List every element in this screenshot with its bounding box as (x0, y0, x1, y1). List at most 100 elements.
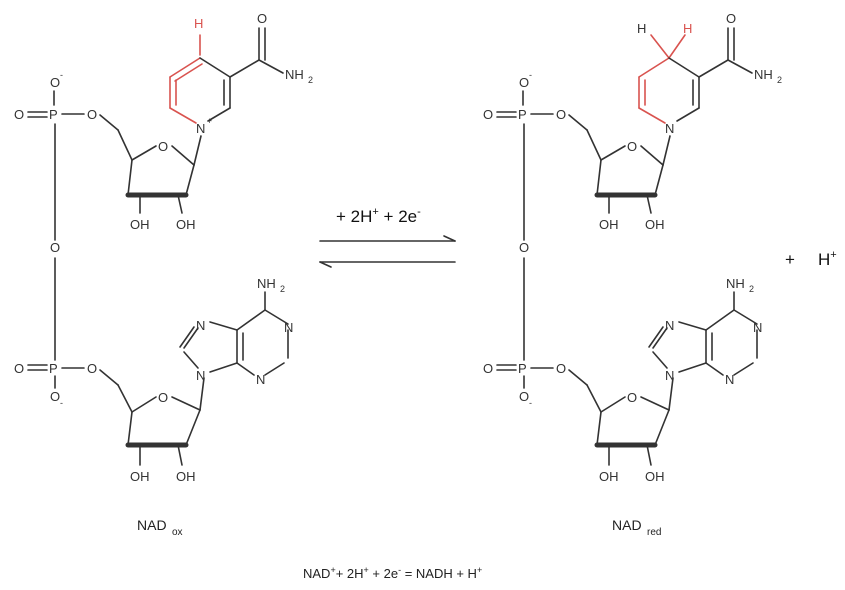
ring-bond (264, 362, 285, 376)
upper-ribose (568, 114, 671, 214)
carbonyl-oxygen: O (257, 11, 267, 26)
ring-bond (638, 57, 670, 78)
ring-bond (209, 362, 238, 373)
oh-bond (646, 194, 652, 214)
oh-bond (177, 194, 183, 214)
ch2-o-bond (568, 369, 588, 386)
ring-bond (596, 159, 602, 196)
ring-bond (264, 309, 289, 325)
ring-nitrogen: N (196, 318, 205, 333)
ch2-o-bond (568, 114, 588, 131)
phosphate-charge: - (529, 398, 532, 408)
ring-hydrogen: H (637, 21, 646, 36)
ring-bond (733, 309, 758, 325)
bridge-oxygen: O (50, 240, 60, 255)
eq-products: = NADH + H (401, 566, 477, 581)
ring-bond (600, 145, 626, 161)
glycosidic-bond (199, 377, 205, 411)
reagents-e-charge: - (417, 206, 421, 218)
lower-ribose (568, 369, 670, 466)
ch2-bond (586, 129, 602, 161)
upper-phosphate (496, 90, 554, 241)
lower-phosphate (27, 257, 85, 389)
glycosidic-bond (662, 135, 671, 166)
phosphate-oxygen: O (483, 361, 493, 376)
ch2-bond (117, 129, 133, 161)
hydroxyl: OH (645, 469, 665, 484)
phosphorus: P (49, 107, 58, 122)
ring-bond (199, 57, 231, 78)
phosphate-oxygen: O (50, 389, 60, 404)
phosphate-charge: - (529, 70, 532, 80)
overall-equation: NAD++ 2H+ + 2e- = NADH + H+ (303, 565, 482, 581)
phosphate-charge: - (60, 398, 63, 408)
ring-bond (209, 321, 238, 331)
dihydronicotinamide-ring (638, 27, 753, 124)
hydroxyl: OH (599, 469, 619, 484)
amide-bond (698, 59, 729, 78)
ring-bond (652, 351, 668, 369)
nad-red-label-sub: red (647, 527, 661, 538)
ring-bond (678, 362, 707, 373)
eq-e: + 2e (369, 566, 398, 581)
ring-bond (171, 396, 201, 411)
ring-nitrogen-charge: + (207, 116, 212, 126)
ch2-bond (586, 384, 602, 413)
phosphate-oxygen: O (14, 361, 24, 376)
phosphate-oxygen: O (14, 107, 24, 122)
ribose-oxygen: O (627, 139, 637, 154)
glycosidic-bond (193, 135, 202, 166)
ring-double-bond (179, 326, 195, 348)
product-h: H+ (818, 249, 837, 269)
phosphorus: P (518, 361, 527, 376)
ring-nitrogen: N (725, 372, 734, 387)
ring-nitrogen: N (256, 372, 265, 387)
nad-ox-molecule: H O NH 2 N + O OH OH O (14, 11, 313, 538)
ring-bond (654, 409, 670, 446)
amide-nh: NH (285, 67, 304, 82)
glycosidic-bond (668, 377, 674, 411)
ring-bond (171, 145, 195, 166)
forward-arrow-head (443, 235, 456, 242)
nicotinamide-ring (169, 27, 284, 124)
eq-products-charge: + (477, 565, 482, 575)
ring-bond (654, 164, 664, 196)
ch2-o-bond (99, 369, 119, 386)
ribose-oxygen: O (627, 390, 637, 405)
reagents-h-charge: + (372, 206, 378, 218)
ring-bond (596, 411, 602, 446)
ring-nitrogen: N (665, 368, 674, 383)
ring-bond (640, 145, 664, 166)
eq-nad: NAD (303, 566, 330, 581)
amide-nh-sub: 2 (777, 75, 782, 85)
oh-bond (646, 444, 652, 466)
phosphorus: P (518, 107, 527, 122)
ring-bond (183, 327, 199, 349)
ribose-oxygen: O (158, 139, 168, 154)
hydroxyl: OH (599, 217, 619, 232)
c4-h-bond (668, 34, 686, 59)
ester-oxygen: O (87, 361, 97, 376)
ring-bond (236, 362, 255, 376)
ring-bond (600, 396, 626, 413)
ring-bond (131, 396, 157, 413)
phosphate-charge: - (60, 70, 63, 80)
ring-bond (131, 145, 157, 161)
adenine-nh: NH (726, 276, 745, 291)
adenine (648, 291, 758, 411)
amide-nh-sub: 2 (308, 75, 313, 85)
ring-bond (127, 159, 133, 196)
ring-bond (640, 396, 670, 411)
lower-ribose (99, 369, 201, 466)
amine-bond (727, 59, 753, 74)
hydroxyl: OH (130, 469, 150, 484)
ring-nitrogen: N (753, 320, 762, 335)
adenine-nh-sub: 2 (280, 284, 285, 294)
hydroxyl: OH (130, 217, 150, 232)
eq-e-charge: - (398, 565, 401, 575)
product-plus: + (785, 250, 795, 269)
reagents-h: + 2H (336, 207, 372, 226)
hydroxyl: OH (176, 469, 196, 484)
upper-ribose (99, 114, 202, 214)
